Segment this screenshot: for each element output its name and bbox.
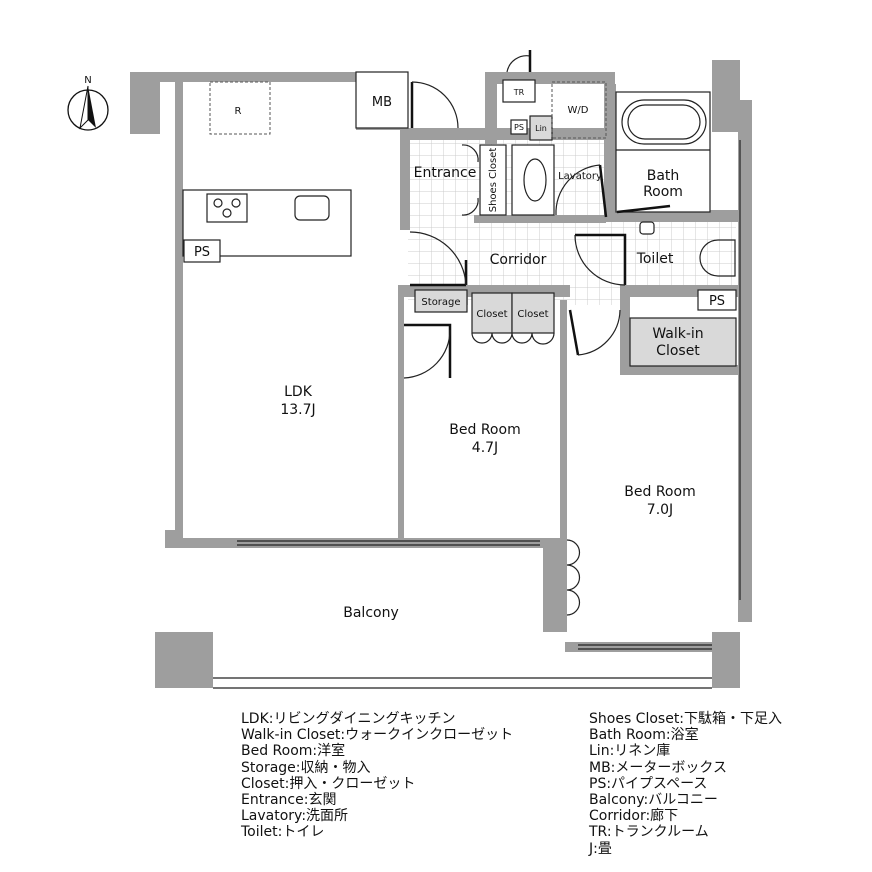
walkin-label-2: Closet	[656, 343, 700, 359]
windows	[213, 140, 741, 689]
legend-item: Lavatory:洗面所	[241, 808, 349, 825]
toilet-tank-icon	[639, 221, 655, 235]
closet-2	[511, 292, 555, 334]
walkin-label-1: Walk-in	[652, 326, 703, 342]
lin-label: Lin	[535, 124, 547, 133]
legend-item: J:畳	[589, 840, 612, 857]
legend-item: PS:パイプスペース	[589, 775, 708, 792]
mb-label: MB	[372, 95, 392, 110]
legend-item: Balcony:バルコニー	[589, 792, 718, 809]
refrigerator-space	[209, 81, 271, 135]
legend-item: Lin:リネン庫	[589, 743, 671, 760]
trunk-room-box	[502, 79, 536, 103]
bedroom-2-label: Bed Room	[624, 484, 695, 500]
storage	[414, 289, 468, 313]
ps-walkin-box	[697, 289, 737, 311]
legend-item: Storage:収納・物入	[241, 759, 371, 776]
ldk-size: 13.7J	[280, 402, 315, 418]
legend-item: Bath Room:浴室	[589, 727, 699, 744]
legend-item: Walk-in Closet:ウォークインクローゼット	[241, 727, 514, 744]
legend-item: Shoes Closet:下駄箱・下足入	[589, 711, 783, 727]
ps-walkin-label: PS	[709, 294, 725, 309]
toilet-bowl-icon	[699, 239, 736, 277]
legend-item: TR:トランクルーム	[589, 824, 709, 841]
ps-small-label: PS	[514, 123, 524, 132]
balcony-label: Balcony	[343, 605, 399, 621]
sink-icon	[294, 195, 330, 221]
north-arrow-icon: N	[67, 75, 109, 131]
entrance-label: Entrance	[414, 165, 477, 181]
bathtub-icon	[621, 99, 707, 145]
bedroom-closet-doors	[566, 539, 581, 616]
legend-item: Corridor:廊下	[589, 808, 679, 825]
legend-right: Shoes Closet:下駄箱・下足入 Bath Room:浴室 Lin:リネ…	[589, 711, 782, 857]
north-label: N	[84, 75, 91, 86]
legend-left: LDK:リビングダイニングキッチン Walk-in Closet:ウォークインク…	[241, 711, 513, 841]
refrigerator-label: R	[235, 106, 242, 117]
bedroom-1-label: Bed Room	[449, 422, 520, 438]
closet-2-label: Closet	[517, 309, 548, 320]
bedroom-1-size: 4.7J	[472, 440, 498, 456]
shoes-closet	[479, 144, 507, 216]
toilet-label: Toilet	[636, 251, 674, 267]
bath-label-2: Room	[643, 184, 683, 200]
washer-dryer-space	[551, 81, 607, 139]
stove-icon	[206, 193, 248, 223]
wd-label: W/D	[568, 105, 589, 116]
shoes-closet-label: Shoes Closet	[488, 148, 499, 213]
bedroom-2-size: 7.0J	[647, 502, 673, 518]
walls	[130, 60, 752, 688]
bath-label-1: Bath	[647, 168, 680, 184]
ps-small-box	[510, 119, 528, 135]
vanity	[511, 144, 555, 216]
lavatory-label: Lavatory	[558, 171, 602, 182]
meter-box	[355, 71, 409, 129]
legend-item: LDK:リビングダイニングキッチン	[241, 711, 456, 727]
closet-1-label: Closet	[476, 309, 507, 320]
legend-item: Bed Room:洋室	[241, 743, 346, 760]
ps-kitchen-box	[183, 239, 221, 263]
legend-item: Entrance:玄関	[241, 792, 337, 809]
corridor-label: Corridor	[490, 252, 547, 268]
ldk-label: LDK	[284, 384, 313, 400]
storage-label: Storage	[421, 297, 460, 308]
legend-item: MB:メーターボックス	[589, 759, 727, 776]
washbasin-icon	[523, 158, 547, 202]
legend-item: Closet:押入・クローゼット	[241, 775, 416, 792]
ps-kitchen-label: PS	[194, 245, 210, 260]
legend-item: Toilet:トイレ	[241, 824, 325, 841]
linen-box	[529, 115, 553, 141]
tr-label: TR	[513, 88, 525, 97]
walk-in-closet	[629, 317, 737, 367]
